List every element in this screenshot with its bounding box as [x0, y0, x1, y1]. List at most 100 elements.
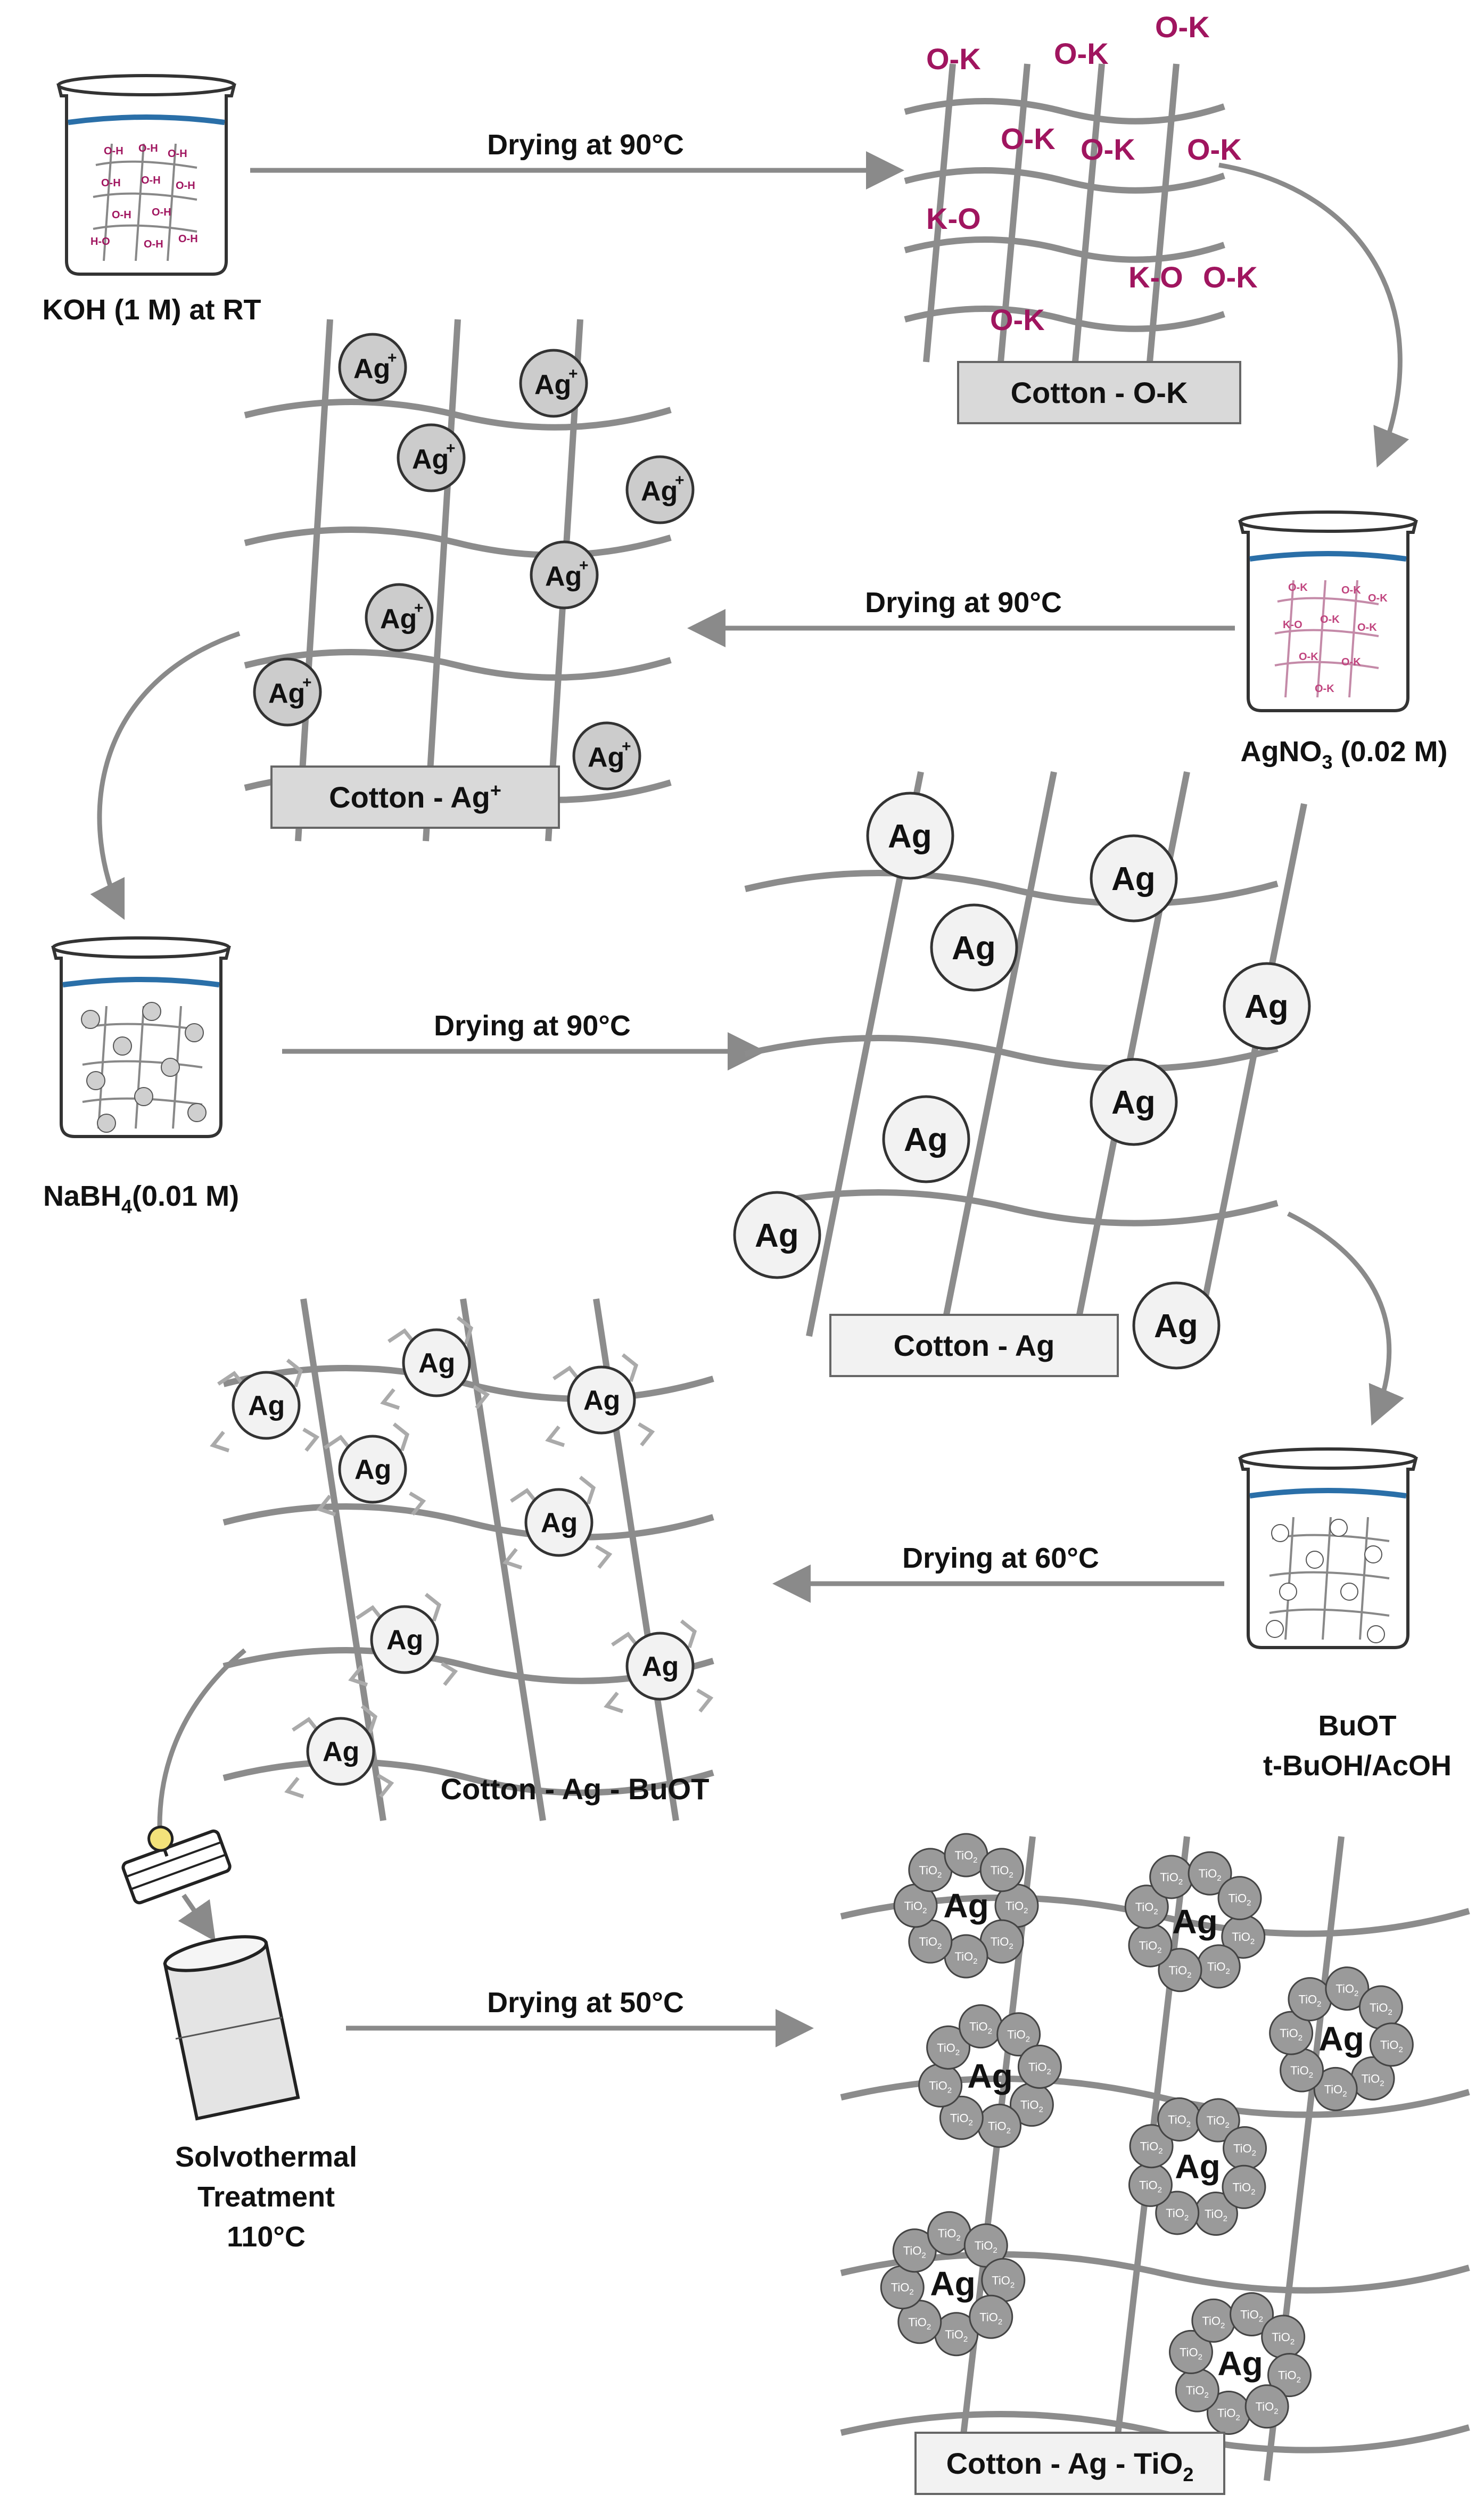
- tio2-particle: TiO2: [908, 1848, 953, 1892]
- ag-core-label: Ag: [1172, 1903, 1217, 1941]
- tio2-particle: TiO2: [1221, 1914, 1266, 1959]
- tio2-particle: TiO2: [969, 2294, 1013, 2339]
- svg-text:O-K: O-K: [1357, 622, 1377, 633]
- arrow-label-5: Drying at 50°C: [487, 1987, 684, 2019]
- fabric-cotton-ag: [744, 771, 1307, 1337]
- svg-text:Ag: Ag: [386, 1625, 423, 1656]
- svg-text:O-K: O-K: [990, 303, 1045, 336]
- tio2-particle: TiO2: [1244, 2384, 1289, 2429]
- arrow-label-4: Drying at 60°C: [902, 1542, 1099, 1574]
- svg-text:O-H: O-H: [178, 233, 198, 245]
- svg-text:H-O: H-O: [90, 236, 110, 248]
- svg-text:O-H: O-H: [168, 148, 187, 160]
- arrow-autoclave-to-vessel: [178, 1893, 216, 1942]
- svg-text:Ag: Ag: [588, 742, 624, 773]
- tio2-label: TiO2: [937, 2041, 960, 2057]
- arrow-label-1: Drying at 90°C: [487, 129, 684, 161]
- ag-core-label: Ag: [930, 2265, 975, 2303]
- svg-text:O-K: O-K: [1299, 651, 1318, 663]
- svg-text:Ag: Ag: [418, 1348, 455, 1379]
- ag-core-label: Ag: [1175, 2147, 1220, 2186]
- tio2-particle: TiO2: [939, 2095, 984, 2140]
- svg-text:Ag: Ag: [534, 369, 571, 400]
- tio2-particle: TiO2: [1128, 1923, 1173, 1967]
- ag-tio2-clusters: TiO2TiO2TiO2TiO2TiO2TiO2TiO2TiO2AgTiO2Ti…: [880, 1833, 1414, 2435]
- tio2-particle: TiO2: [1128, 2162, 1173, 2207]
- tio2-particle: TiO2: [1280, 2048, 1324, 2093]
- tio2-particle: TiO2: [979, 1919, 1024, 1964]
- svg-text:Cotton - Ag - TiO2: Cotton - Ag - TiO2: [946, 2447, 1194, 2485]
- svg-text:Ag: Ag: [1111, 1084, 1156, 1121]
- tio2-label: TiO2: [1290, 2064, 1313, 2080]
- svg-text:O-H: O-H: [101, 177, 121, 189]
- tio2-particle: TiO2: [1325, 1966, 1370, 2011]
- tio2-particle: TiO2: [1149, 1855, 1194, 1899]
- svg-text:O-K: O-K: [1155, 10, 1210, 44]
- tio2-particle: TiO2: [1230, 2292, 1274, 2336]
- tio2-label: TiO2: [1233, 2142, 1256, 2158]
- svg-text:Ag: Ag: [268, 678, 305, 709]
- svg-text:+: +: [568, 365, 578, 383]
- svg-text:Ag: Ag: [641, 476, 678, 507]
- tio2-particle: TiO2: [1188, 1851, 1232, 1896]
- svg-text:Ag: Ag: [1154, 1308, 1198, 1345]
- arrows: [90, 151, 1409, 2047]
- tio2-particle: TiO2: [996, 2012, 1041, 2057]
- svg-text:O-K: O-K: [1187, 133, 1242, 166]
- svg-text:Ag: Ag: [545, 561, 582, 592]
- svg-text:Ag: Ag: [323, 1736, 359, 1767]
- svg-text:O-H: O-H: [138, 143, 158, 154]
- fabric-cotton-ok: [904, 63, 1225, 363]
- tio2-particle: TiO2: [1369, 2022, 1414, 2067]
- mini-network-oh: [93, 143, 197, 261]
- svg-text:+: +: [388, 349, 397, 367]
- tio2-particle: TiO2: [1157, 2097, 1202, 2142]
- svg-text:Cotton - Ag - BuOT: Cotton - Ag - BuOT: [441, 1772, 710, 1806]
- tio2-particle: TiO2: [1155, 2191, 1200, 2235]
- svg-text:O-K: O-K: [1203, 260, 1258, 294]
- svg-text:K-O: K-O: [926, 202, 981, 235]
- product-box-cotton-ag: Cotton - Ag: [829, 1314, 1119, 1377]
- tio2-particle: TiO2: [977, 2103, 1022, 2148]
- product-box-cotton-ok: Cotton - O-K: [957, 361, 1241, 424]
- tio2-particle: TiO2: [1191, 2298, 1236, 2343]
- tio2-particle: TiO2: [1313, 2066, 1358, 2111]
- svg-text:+: +: [446, 440, 456, 457]
- arrow-label-2: Drying at 90°C: [865, 587, 1062, 619]
- svg-text:O-K: O-K: [1315, 683, 1334, 695]
- svg-text:+: +: [675, 472, 685, 489]
- tio2-particle: TiO2: [979, 1848, 1024, 1892]
- beaker-nabh4: [51, 936, 231, 1138]
- svg-text:Ag: Ag: [380, 604, 417, 635]
- tio2-particle: TiO2: [1168, 2329, 1213, 2374]
- tio2-particle: TiO2: [1223, 2126, 1267, 2171]
- arrow-cotton-ag-buot-to-autoclave: [157, 1648, 246, 1826]
- svg-text:Ag: Ag: [1244, 989, 1289, 1025]
- svg-text:O-K: O-K: [1081, 133, 1135, 166]
- tio2-particle: TiO2: [1175, 2368, 1219, 2413]
- tio2-particle: TiO2: [1017, 2044, 1062, 2089]
- svg-text:Cotton - Ag: Cotton - Ag: [894, 1329, 1055, 1362]
- tio2-particle: TiO2: [927, 2211, 971, 2255]
- tio2-particle: TiO2: [1196, 1944, 1241, 1989]
- tio2-particle: TiO2: [1124, 1884, 1169, 1929]
- svg-text:O-K: O-K: [926, 42, 981, 76]
- svg-text:O-K: O-K: [1320, 614, 1340, 625]
- svg-text:Ag: Ag: [1111, 861, 1156, 898]
- ag-buot-particles: Ag Ag Ag Ag Ag Ag Ag Ag: [210, 1316, 714, 1799]
- svg-text:Ag: Ag: [412, 444, 449, 475]
- tio2-particle: TiO2: [1158, 1948, 1202, 1992]
- label-buot-2: t-BuOH/AcOH: [1263, 1750, 1452, 1782]
- label-solvo-3: 110°C: [227, 2221, 306, 2253]
- ag-core-label: Ag: [1318, 2020, 1364, 2058]
- product-box-cotton-ag-tio2: Cotton - Ag - TiO2: [914, 2432, 1225, 2495]
- tio2-label: TiO2: [1207, 1960, 1230, 1976]
